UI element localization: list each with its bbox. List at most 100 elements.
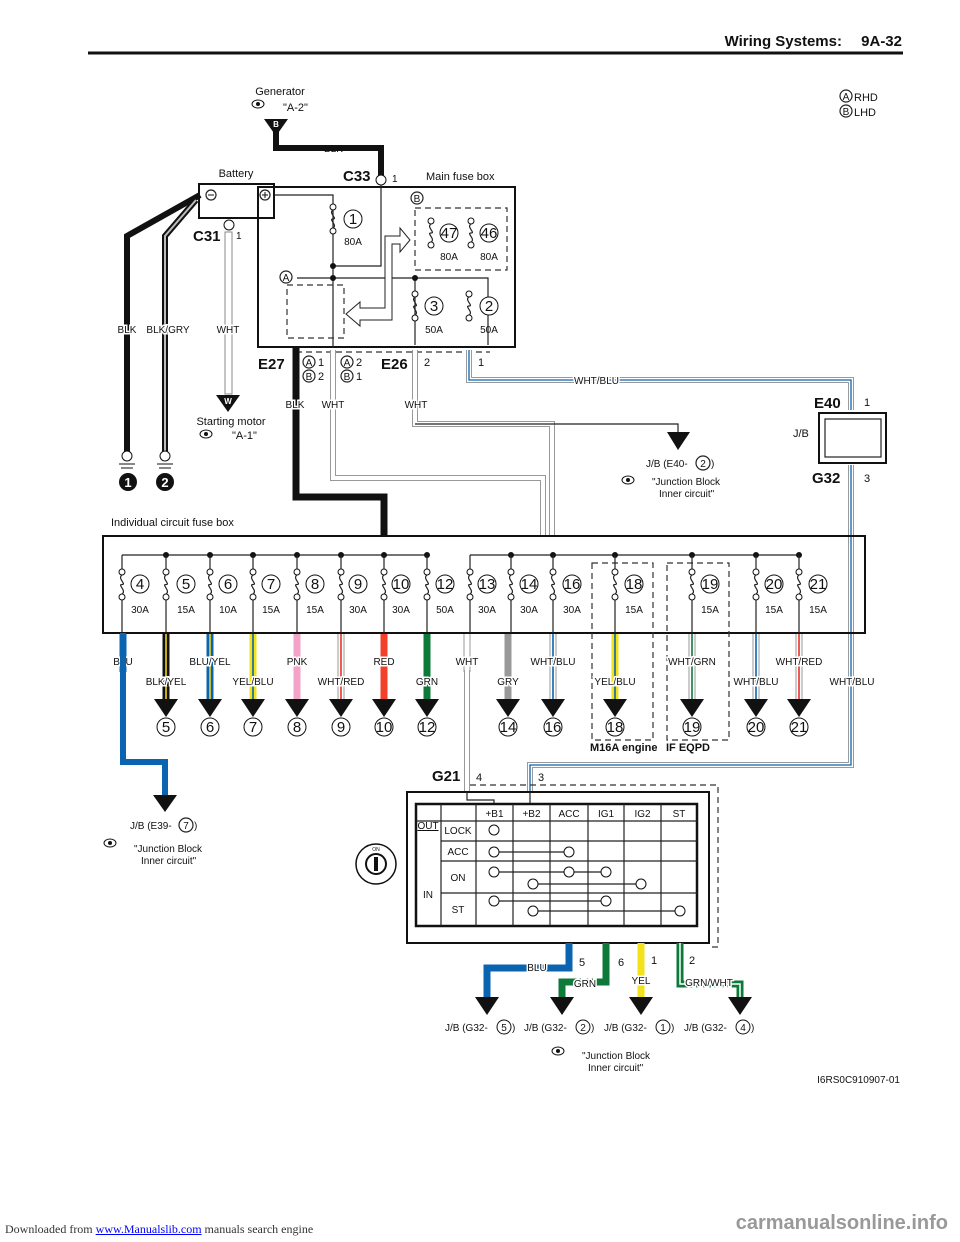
battery-label: Battery (219, 168, 254, 180)
battery-pin: 1 (236, 231, 242, 242)
output-pin: 6 (618, 957, 624, 969)
fuse-amps: 50A (480, 325, 498, 336)
individual-fuse-box (102, 535, 866, 634)
fuse-amps: 30A (392, 605, 410, 616)
switch-table (414, 802, 699, 928)
pin-number: 1 (356, 371, 362, 383)
fuse-amps: 30A (349, 605, 367, 616)
fuse-element (250, 574, 256, 595)
contact-point (600, 866, 612, 878)
generator-label: Generator (255, 86, 305, 98)
fuse-terminal (611, 593, 619, 601)
individual-fuse-box-label: Individual circuit fuse box (111, 517, 234, 529)
e40-pin: 1 (864, 397, 870, 409)
variant-a-region (286, 284, 345, 339)
main-fuse-box-label: Main fuse box (426, 171, 495, 183)
fuse-terminal (249, 593, 257, 601)
col-st: ST (673, 809, 686, 820)
starting-motor-ref[interactable]: "A-1" (232, 430, 257, 442)
fuse-number-badge (479, 296, 499, 316)
output-ref[interactable]: J/B (G32- (604, 1023, 647, 1034)
fuse-terminal (423, 593, 431, 601)
fuse-number-badge (391, 574, 411, 594)
output-badge (543, 717, 563, 737)
fuse-terminal (118, 568, 126, 576)
output-badge (498, 717, 518, 737)
output-badge (605, 717, 625, 737)
fuse-amps: 15A (765, 605, 783, 616)
main-fuse-box (257, 186, 516, 348)
legend-mark-b: B (843, 107, 850, 118)
fuse-element (466, 296, 472, 316)
wire-label: BLU/YEL (189, 657, 231, 668)
pin-number: 1 (318, 357, 324, 369)
jb-e40-ref-link-2[interactable]: Inner circuit" (659, 489, 715, 500)
output-ref[interactable]: J/B (G32- (524, 1023, 567, 1034)
fuse-element (207, 574, 213, 595)
fuse-terminal (337, 593, 345, 601)
output-number: 12 (419, 719, 436, 736)
fuse-number-badge (439, 223, 459, 243)
fuse-number-badge (348, 574, 368, 594)
jb-e39-ref-link-2[interactable]: Inner circuit" (141, 856, 197, 867)
fuse-row: 430ABLU515ABLK/YEL5610ABLU/YEL6715AYEL/B… (112, 552, 828, 737)
col-ig2: IG2 (634, 809, 651, 820)
output-ref[interactable]: J/B (G32- (445, 1023, 488, 1034)
output-ref-pin: 2 (580, 1023, 586, 1034)
manualslib-link[interactable]: www.Manualslib.com (95, 1222, 202, 1236)
fuse-element (119, 574, 125, 595)
e26-pin-2: 2 (424, 357, 430, 369)
watermark: Downloaded from www.Manualslib.com manua… (5, 1222, 313, 1237)
jb-e40-ref-pin: 2 (700, 459, 706, 470)
output-wire-label: YEL (632, 976, 651, 987)
watermark-prefix: Downloaded from (5, 1222, 96, 1236)
output-arrow (415, 699, 439, 717)
jb-e39-arrow (153, 795, 177, 812)
fuse-number-badge (808, 574, 828, 594)
ig-ref-link-2[interactable]: Inner circuit" (588, 1063, 644, 1074)
output-number: 21 (791, 719, 808, 736)
output-pin: 2 (689, 955, 695, 967)
contact-point (527, 878, 539, 890)
output-number: 7 (249, 719, 257, 736)
col-b1: +B1 (485, 809, 504, 820)
fuse-number-badge (305, 574, 325, 594)
output-arrow (154, 699, 178, 717)
fuse-terminal (549, 593, 557, 601)
fuse-element (424, 574, 430, 595)
ig-ref-link[interactable]: "Junction Block (582, 1051, 651, 1062)
jb-e40-arrow (667, 432, 690, 450)
fuse-terminal (427, 217, 435, 225)
output-arrow (198, 699, 222, 717)
legend-mark-a: A (843, 92, 850, 103)
ignition-switch (406, 791, 710, 944)
jb-e40-ref-link[interactable]: "Junction Block (652, 477, 721, 488)
fuse-terminal (329, 203, 337, 211)
output-arrow (372, 699, 396, 717)
fuse-terminal (411, 314, 419, 322)
fuse-amps: 50A (425, 325, 443, 336)
fuse-terminal (465, 290, 473, 298)
output-ref[interactable]: J/B (G32- (684, 1023, 727, 1034)
fuse-number: 12 (437, 576, 454, 593)
output-arrow (329, 699, 353, 717)
fuse-number-badge (218, 574, 238, 594)
e27-blk-label: BLK (286, 400, 305, 411)
output-arrow (787, 699, 811, 717)
wire-label: WHT/GRN (668, 657, 716, 668)
output-ref-close: ) (591, 1023, 594, 1034)
fuse-terminal (611, 568, 619, 576)
generator-ref[interactable]: "A-2" (283, 102, 308, 114)
contact-point (674, 905, 686, 917)
jb-e39-ref-link[interactable]: "Junction Block (134, 844, 203, 855)
fuse-terminal (423, 568, 431, 576)
